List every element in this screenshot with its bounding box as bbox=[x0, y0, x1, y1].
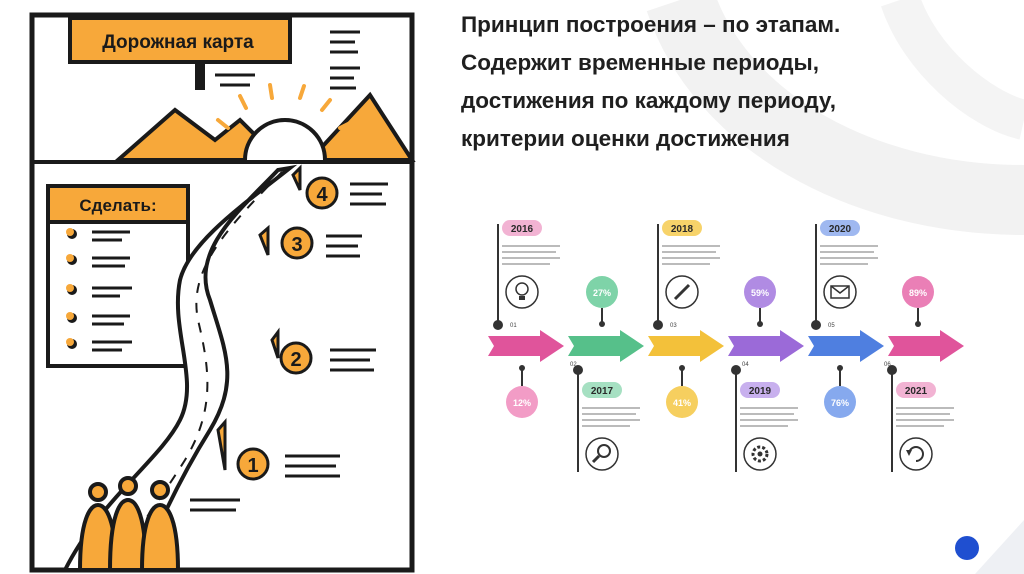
pencil-icon bbox=[673, 283, 691, 301]
card-2018: 2018 03 bbox=[653, 220, 720, 330]
percent-12: 12% bbox=[506, 365, 538, 418]
num-05: 05 bbox=[828, 323, 835, 329]
lightbulb-icon bbox=[515, 282, 529, 300]
percent-27-label: 27% bbox=[593, 288, 611, 298]
num-01: 01 bbox=[510, 323, 517, 329]
percent-76: 76% bbox=[824, 365, 856, 418]
step-3: 3 bbox=[291, 234, 302, 256]
card-2021: 06 2021 bbox=[884, 362, 954, 472]
step-1: 1 bbox=[247, 455, 258, 477]
num-03: 03 bbox=[670, 323, 677, 329]
step-4: 4 bbox=[316, 184, 328, 206]
slide-heading: Принцип построения – по этапам. Содержит… bbox=[461, 6, 931, 158]
roadmap-sign-title: Дорожная карта bbox=[102, 32, 254, 53]
num-06: 06 bbox=[884, 362, 891, 368]
percent-27: 27% bbox=[586, 276, 618, 327]
year-2018: 2018 bbox=[671, 224, 694, 235]
magnifier-icon bbox=[591, 444, 611, 464]
refresh-icon bbox=[906, 446, 924, 462]
year-2020: 2020 bbox=[829, 224, 852, 235]
corner-dot-icon bbox=[955, 536, 979, 560]
card-2016: 2016 01 bbox=[493, 220, 560, 330]
roadmap-illustration: Дорожная карта Сделать: bbox=[29, 12, 416, 573]
timeline-arrows bbox=[488, 330, 964, 362]
background-arc-decoration bbox=[646, 0, 1024, 235]
corner-decoration bbox=[975, 520, 1024, 574]
envelope-icon bbox=[830, 285, 850, 299]
year-2017: 2017 bbox=[591, 386, 614, 397]
heading-line-4: критерии оценки достижения bbox=[461, 126, 790, 151]
num-02: 02 bbox=[570, 362, 577, 368]
heading-line-2: Содержит временные периоды, bbox=[461, 50, 819, 75]
card-2020: 2020 05 bbox=[811, 220, 878, 330]
percent-89-label: 89% bbox=[909, 288, 927, 298]
percent-12-label: 12% bbox=[513, 398, 531, 408]
percent-41-label: 41% bbox=[673, 398, 691, 408]
timeline-infographic: 2016 01 2018 03 2020 05 bbox=[488, 220, 964, 472]
percent-41: 41% bbox=[666, 365, 698, 418]
year-2019: 2019 bbox=[749, 386, 772, 397]
step-2: 2 bbox=[290, 349, 301, 371]
num-04: 04 bbox=[742, 362, 749, 368]
todo-title: Сделать: bbox=[79, 196, 156, 215]
heading-line-1: Принцип построения – по этапам. bbox=[461, 12, 841, 37]
percent-76-label: 76% bbox=[831, 398, 849, 408]
card-2019: 04 2019 bbox=[731, 362, 798, 472]
percent-89: 89% bbox=[902, 276, 934, 327]
gear-icon bbox=[751, 445, 769, 463]
year-2021: 2021 bbox=[905, 386, 928, 397]
year-2016: 2016 bbox=[511, 224, 534, 235]
card-2017: 02 2017 bbox=[570, 362, 640, 472]
percent-59: 59% bbox=[744, 276, 776, 327]
percent-59-label: 59% bbox=[751, 288, 769, 298]
heading-line-3: достижения по каждому периоду, bbox=[461, 88, 836, 113]
